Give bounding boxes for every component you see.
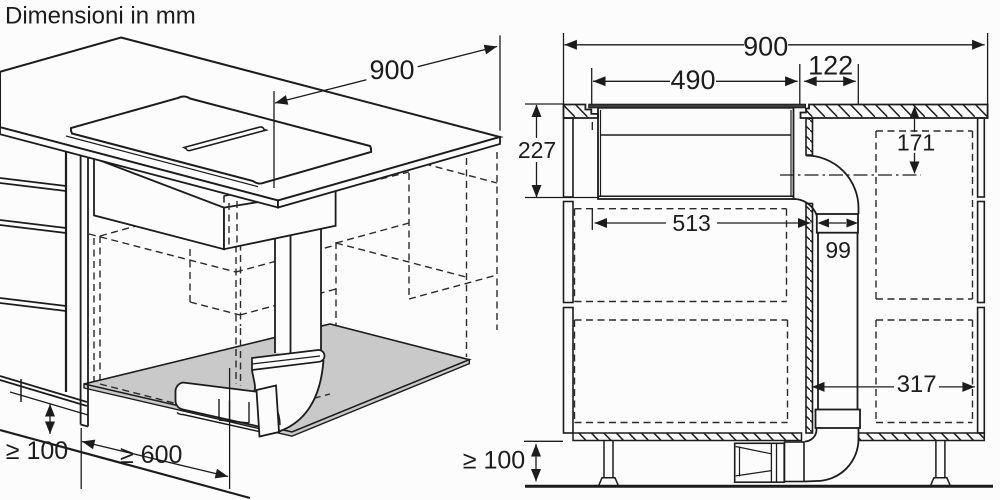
- svg-text:490: 490: [670, 65, 715, 95]
- svg-text:≥ 100: ≥ 100: [6, 437, 68, 465]
- svg-text:900: 900: [369, 55, 414, 85]
- svg-text:513: 513: [672, 210, 710, 236]
- svg-text:317: 317: [897, 371, 937, 398]
- svg-text:171: 171: [897, 130, 935, 156]
- svg-text:122: 122: [808, 51, 853, 81]
- svg-text:900: 900: [743, 31, 788, 61]
- svg-text:227: 227: [518, 137, 556, 163]
- svg-text:99: 99: [825, 237, 851, 263]
- svg-text:Dimensioni in mm: Dimensioni in mm: [5, 3, 196, 30]
- svg-text:≥ 600: ≥ 600: [120, 441, 182, 469]
- svg-text:≥ 100: ≥ 100: [463, 446, 525, 474]
